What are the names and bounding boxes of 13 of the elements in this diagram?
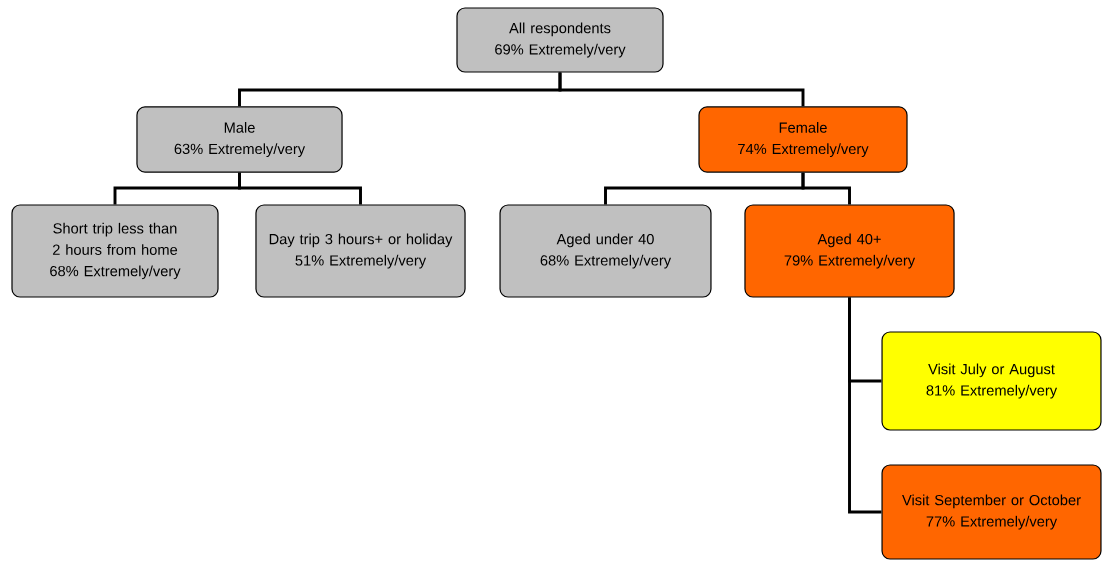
- tree-box: Visit July or August 81% Extremely/very: [881, 331, 1102, 431]
- tree-box: Aged 40+ 79% Extremely/very: [744, 204, 955, 298]
- tree-box: All respondents 69% Extremely/very: [456, 7, 664, 73]
- tree-box: Male 63% Extremely/very: [136, 106, 343, 173]
- connector-line: [238, 172, 362, 205]
- tree-box: Day trip 3 hours+ or holiday 51% Extremely/very: [255, 204, 466, 298]
- tree-box: Visit September or October 77% Extremely/very: [881, 464, 1102, 560]
- tree-box: Female 74% Extremely/very: [698, 106, 908, 173]
- connector-line: [848, 297, 882, 514]
- connector-line: [801, 172, 851, 205]
- tree-box: Aged under 40 68% Extremely/very: [499, 204, 712, 298]
- connector-line: [558, 72, 805, 107]
- tree-box: Short trip less than 2 hours from home 68% Extremely/very: [11, 204, 219, 298]
